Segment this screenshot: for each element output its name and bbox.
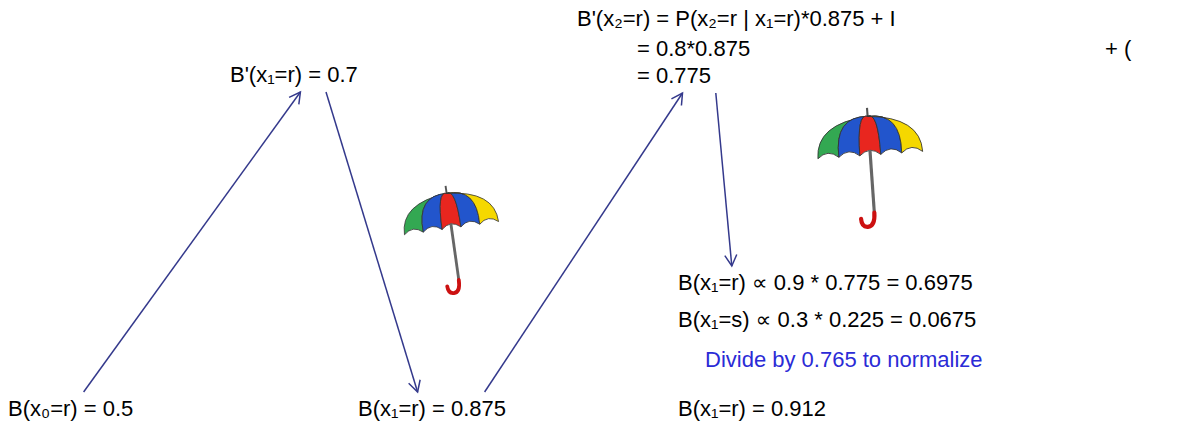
update-arrow [716, 93, 732, 266]
umbrella-icon [815, 104, 928, 230]
formula-node: B(x₁=r) = 0.912 [678, 396, 827, 422]
note-label: Divide by 0.765 to normalize [705, 347, 983, 373]
formula-node: B(x₁=r) ∝ 0.9 * 0.775 = 0.6975B(x₁=s) ∝ … [678, 270, 977, 333]
formula-text: B(x₁=r) ∝ 0.9 * 0.775 = 0.6975 [678, 270, 973, 296]
formula-node: B'(x₂=r) = P(x₂=r | x₁=r)*0.875 + I = 0.8… [577, 6, 1132, 89]
formula-text: B(x₁=r) = 0.875 [358, 396, 506, 422]
formula-text: B(x₁=s) ∝ 0.3 * 0.225 = 0.0675 [678, 307, 976, 333]
formula-text: B(x₀=r) = 0.5 [8, 396, 133, 422]
update-arrow [84, 92, 301, 392]
update-arrow [326, 92, 418, 392]
formula-text: = 0.8*0.875 [637, 36, 750, 62]
update-arrow [485, 93, 683, 392]
formula-text: = 0.775 [637, 63, 711, 89]
formula-text: + ( [1105, 36, 1131, 62]
formula-text: B'(x₁=r) = 0.7 [230, 62, 358, 88]
formula-node: B(x₀=r) = 0.5 [8, 396, 134, 422]
formula-text: B(x₁=r) = 0.912 [678, 396, 826, 422]
formula-text: B'(x₂=r) = P(x₂=r | x₁=r)*0.875 + I [577, 6, 896, 32]
formula-node: B'(x₁=r) = 0.7 [230, 62, 358, 88]
formula-node: B(x₁=r) = 0.875 [358, 396, 507, 422]
umbrella-icon [399, 179, 508, 299]
